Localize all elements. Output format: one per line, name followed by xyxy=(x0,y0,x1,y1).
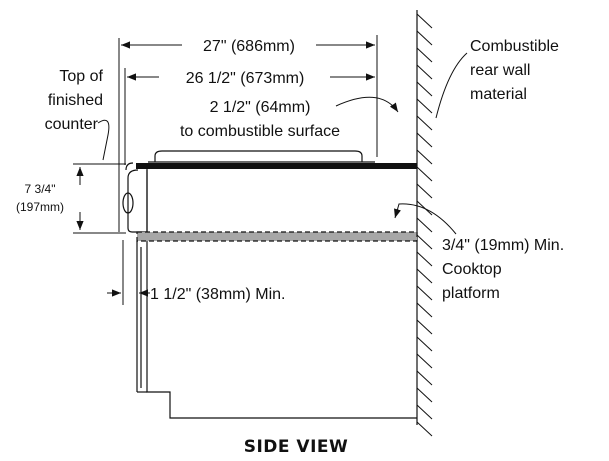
dimension-26half: 26 1/2" (673mm) xyxy=(124,68,375,165)
dimension-7-3-4: 7 3/4" (197mm) xyxy=(16,167,126,234)
dim-1half-label: 1 1/2" (38mm) Min. xyxy=(150,286,286,303)
wall-hatch-line xyxy=(416,336,433,352)
cabinet xyxy=(122,150,418,419)
platform-label-3: platform xyxy=(442,285,500,302)
dim-26-label: 26 1/2" (673mm) xyxy=(186,70,305,87)
wall-hatch-line xyxy=(416,285,433,301)
dim-2half-label-1: 2 1/2" (64mm) xyxy=(210,99,311,116)
platform-label-2: Cooktop xyxy=(442,261,502,278)
wall-hatch-line xyxy=(416,64,433,80)
wall-hatch-line xyxy=(416,13,433,29)
dim-2half-label-2: to combustible surface xyxy=(180,123,340,140)
dimension-27in: 27" (686mm) xyxy=(118,35,378,232)
wall-label-2: rear wall xyxy=(470,62,530,79)
wall-hatch-line xyxy=(416,404,433,420)
control-knob xyxy=(122,192,134,214)
wall-hatch-line xyxy=(416,268,433,284)
wall-hatch-line xyxy=(416,132,433,148)
wall-label-3: material xyxy=(470,86,527,103)
dimension-2half: 2 1/2" (64mm) to combustible surface xyxy=(180,96,399,140)
cooktop-platform xyxy=(136,231,418,242)
dimension-1half: 1 1/2" (38mm) Min. xyxy=(107,240,286,305)
wall-hatch-line xyxy=(416,30,433,46)
diagram-title: SIDE VIEW xyxy=(244,437,349,457)
counter-label-1: Top of xyxy=(59,68,103,85)
cooktop-top xyxy=(154,150,363,162)
platform-callout: 3/4" (19mm) Min. Cooktop platform xyxy=(394,203,564,302)
wall-hatch-line xyxy=(416,234,433,250)
wall-callout: Combustible rear wall material xyxy=(435,38,559,119)
cooktop-front xyxy=(127,169,148,233)
wall-hatch-line xyxy=(416,319,433,335)
wall-hatch-line xyxy=(416,115,433,131)
wall-hatch-line xyxy=(416,166,433,182)
wall-label-1: Combustible xyxy=(470,38,559,55)
wall-hatch-line xyxy=(416,302,433,318)
wall-hatch-line xyxy=(416,81,433,97)
wall-hatch-line xyxy=(416,387,433,403)
wall-hatch-line xyxy=(416,370,433,386)
dim-7-label-1: 7 3/4" xyxy=(25,182,56,196)
wall-hatch-line xyxy=(416,47,433,63)
lower-cabinet xyxy=(146,241,417,419)
wall-hatch-line xyxy=(416,98,433,114)
wall-hatch-line xyxy=(416,149,433,165)
wall-hatch-line xyxy=(416,353,433,369)
counter-label-2: finished xyxy=(48,92,103,109)
countertop xyxy=(136,163,417,169)
counter-label-3: counter xyxy=(45,116,99,133)
platform-label-1: 3/4" (19mm) Min. xyxy=(442,237,564,254)
dim-7-label-2: (197mm) xyxy=(16,200,64,214)
counter-callout: Top of finished counter xyxy=(45,68,126,165)
wall-hatch-line xyxy=(416,183,433,199)
rear-wall xyxy=(416,10,433,437)
wall-hatch-line xyxy=(416,421,433,437)
dim-27-label: 27" (686mm) xyxy=(203,38,295,55)
wall-hatch-line xyxy=(416,217,433,233)
wall-hatch-line xyxy=(416,251,433,267)
